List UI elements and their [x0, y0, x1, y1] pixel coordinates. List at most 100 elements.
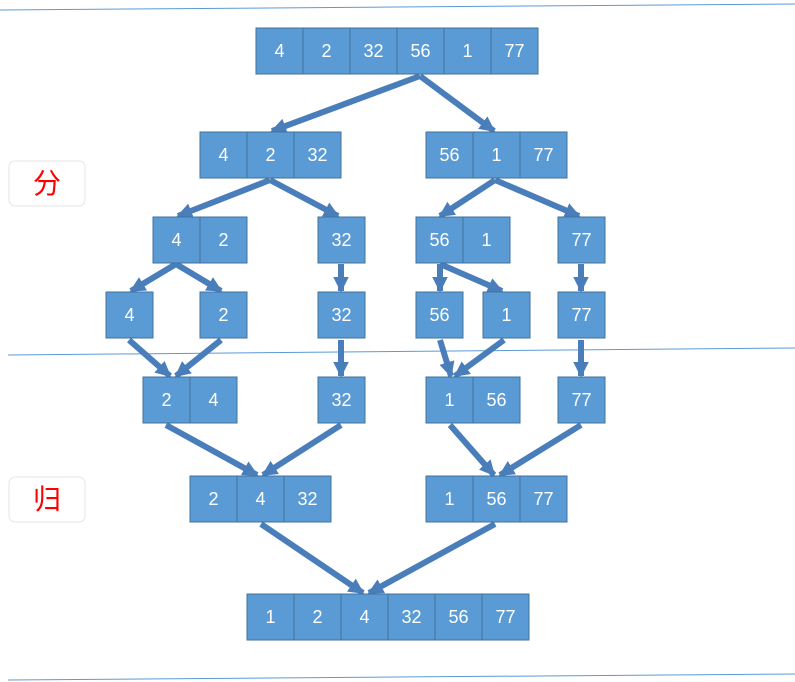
flow-arrow	[268, 177, 340, 219]
array-cell	[199, 291, 248, 339]
array-group: 77	[557, 291, 606, 339]
split-phase-label: 分	[8, 160, 86, 207]
flow-arrow	[127, 337, 172, 379]
array-cell	[425, 376, 474, 424]
array-cell-value: 77	[504, 41, 524, 61]
flow-arrow	[174, 261, 223, 294]
array-group: 77	[557, 376, 606, 424]
array-cell-value: 56	[448, 607, 468, 627]
array-cell-value: 32	[331, 230, 351, 250]
array-cell	[557, 376, 606, 424]
middle-divider	[7, 347, 795, 356]
array-cell-value: 56	[439, 145, 459, 165]
flow-arrow	[176, 177, 272, 219]
split-label-text: 分	[33, 167, 61, 200]
array-cell-value: 56	[410, 41, 430, 61]
array-cell	[152, 216, 201, 264]
flow-arrow	[418, 73, 496, 134]
array-cell	[396, 27, 445, 75]
array-cell	[349, 27, 398, 75]
flow-arrow	[129, 261, 178, 294]
flow-arrow	[367, 521, 497, 596]
array-cell-value: 56	[429, 230, 449, 250]
array-cell	[425, 475, 474, 523]
array-cell-value: 4	[124, 305, 134, 325]
array-group: 4	[105, 291, 154, 339]
array-cell	[189, 376, 238, 424]
flow-arrow	[453, 337, 506, 379]
array-cell-value: 4	[274, 41, 284, 61]
array-cell	[481, 593, 530, 641]
array-cell	[434, 593, 483, 641]
array-cell-value: 2	[208, 489, 218, 509]
array-group: 4 2 32 56 1 77	[255, 27, 539, 75]
bottom-divider	[7, 673, 795, 681]
flow-arrow	[437, 339, 455, 378]
array-group: 56 1	[415, 216, 511, 264]
array-cell-value: 2	[312, 607, 322, 627]
array-cell	[317, 216, 366, 264]
array-cell	[246, 131, 295, 179]
flow-arrow	[438, 261, 504, 294]
array-cell-value: 4	[171, 230, 181, 250]
array-cell	[482, 291, 531, 339]
array-cell	[293, 593, 342, 641]
array-cell	[293, 131, 342, 179]
array-cell-value: 2	[265, 145, 275, 165]
flow-arrow	[447, 423, 497, 477]
array-cell	[472, 376, 521, 424]
array-cell	[490, 27, 539, 75]
array-cell-value: 4	[359, 607, 369, 627]
flow-arrow	[174, 337, 223, 379]
array-group: 32	[317, 376, 366, 424]
arrows	[127, 73, 589, 596]
array-cell	[142, 376, 191, 424]
array-cell	[557, 291, 606, 339]
array-cell-value: 1	[462, 41, 472, 61]
array-cell-value: 77	[571, 390, 591, 410]
array-cell-value: 77	[533, 489, 553, 509]
array-cell	[283, 475, 332, 523]
array-cell-value: 32	[307, 145, 327, 165]
array-cell-value: 32	[363, 41, 383, 61]
array-cell-value: 2	[218, 230, 228, 250]
array-cell	[199, 131, 248, 179]
flow-arrow	[270, 73, 422, 134]
array-cell	[246, 593, 295, 641]
array-group: 1	[482, 291, 531, 339]
array-cell	[317, 376, 366, 424]
array-cell	[340, 593, 389, 641]
array-cell-value: 32	[297, 489, 317, 509]
array-group: 32	[317, 291, 366, 339]
flow-arrow	[438, 177, 497, 219]
array-cell-value: 1	[491, 145, 501, 165]
array-cell-value: 2	[321, 41, 331, 61]
array-group: 56	[415, 291, 464, 339]
array-cell-value: 56	[429, 305, 449, 325]
array-cell-value: 77	[495, 607, 515, 627]
merge-phase-label: 归	[8, 476, 86, 523]
array-group: 2	[199, 291, 248, 339]
array-cell	[462, 216, 511, 264]
flow-arrow	[493, 177, 581, 219]
array-cell	[472, 475, 521, 523]
array-cell-value: 32	[401, 607, 421, 627]
array-cell-value: 4	[208, 390, 218, 410]
flow-arrow	[261, 422, 343, 478]
array-cell	[557, 216, 606, 264]
top-divider	[0, 3, 795, 11]
array-cell-value: 1	[444, 390, 454, 410]
array-cell	[189, 475, 238, 523]
array-cell	[317, 291, 366, 339]
array-cell-value: 1	[481, 230, 491, 250]
